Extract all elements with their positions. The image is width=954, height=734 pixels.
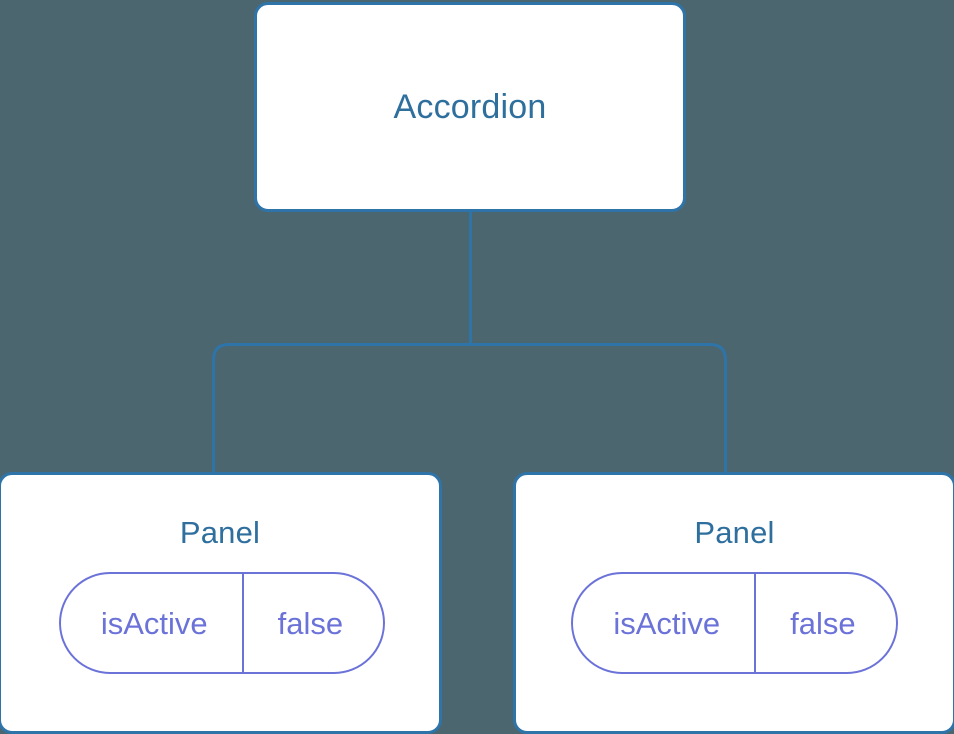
node-panel-1[interactable]: Panel isActive false [513, 472, 954, 734]
node-accordion[interactable]: Accordion [254, 2, 686, 212]
state-badge-panel-1: isActive false [571, 572, 898, 674]
edge-root-to-panel-1 [470, 343, 727, 474]
node-panel-1-label: Panel [694, 515, 775, 550]
node-panel-0[interactable]: Panel isActive false [0, 472, 442, 734]
state-key-panel-1: isActive [613, 605, 721, 641]
node-panel-0-label: Panel [179, 515, 261, 550]
node-accordion-label: Accordion [393, 88, 547, 126]
state-value-panel-0: false [241, 574, 383, 672]
edge-root-to-panel-0 [212, 343, 471, 474]
state-key-panel-0: isActive [100, 605, 208, 641]
state-badge-panel-0: isActive false [58, 572, 386, 674]
state-value-panel-1: false [754, 574, 895, 672]
